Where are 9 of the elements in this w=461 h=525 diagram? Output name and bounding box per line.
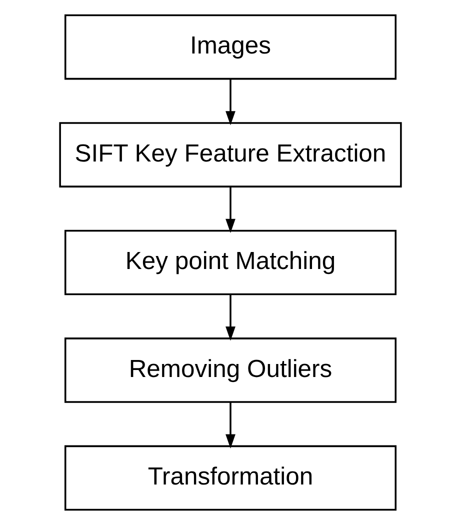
- arrow: [226, 294, 236, 341]
- node-box: Images: [64, 14, 397, 80]
- node-box: SIFT Key Feature Extraction: [59, 122, 402, 188]
- arrow: [226, 78, 236, 126]
- arrow: [226, 402, 236, 448]
- node-box: Transformation: [64, 445, 397, 511]
- node-box: Removing Outliers: [64, 338, 397, 403]
- arrow: [226, 186, 236, 233]
- node-box: Key point Matching: [64, 230, 397, 296]
